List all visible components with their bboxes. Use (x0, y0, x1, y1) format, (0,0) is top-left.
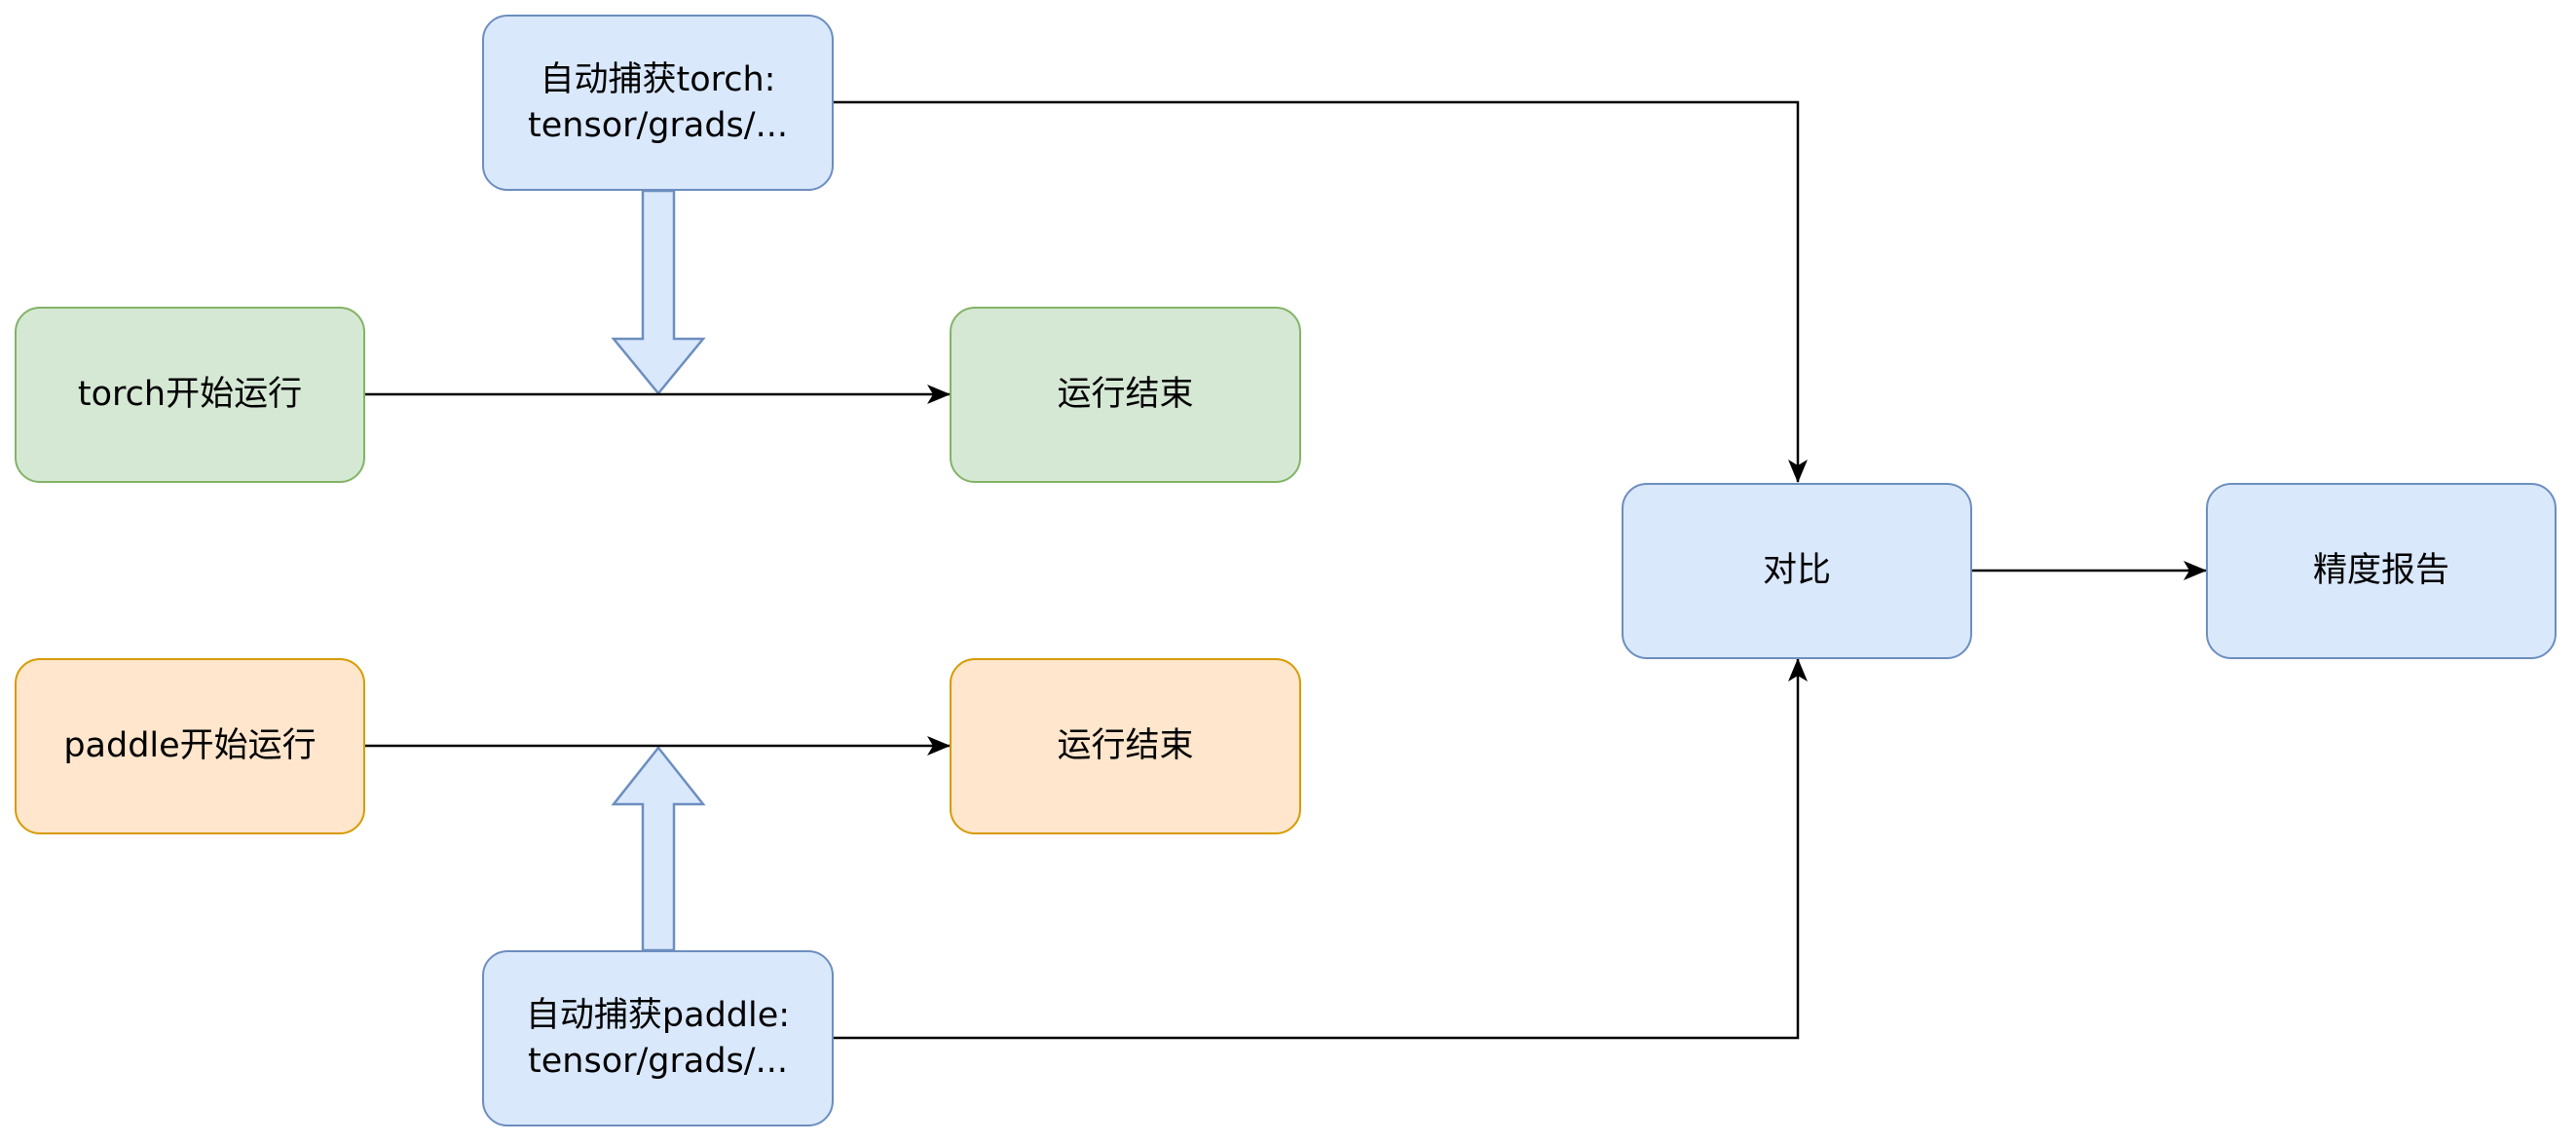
precision-report-node: 精度报告 (2206, 483, 2557, 659)
inject-down-block-arrow (611, 189, 706, 395)
torch-end-node: 运行结束 (950, 307, 1301, 483)
inject-up-block-arrow (611, 745, 706, 952)
capture-paddle-node: 自动捕获paddle: tensor/grads/... (482, 950, 834, 1126)
edge-capture-torch-to-compare (834, 100, 1808, 483)
compare-node: 对比 (1622, 483, 1972, 659)
torch-start-node: torch开始运行 (15, 307, 365, 483)
paddle-end-node: 运行结束 (950, 658, 1301, 834)
capture-torch-node: 自动捕获torch: tensor/grads/... (482, 15, 834, 191)
paddle-start-node: paddle开始运行 (15, 658, 365, 834)
edge-capture-paddle-to-compare (834, 658, 1808, 1040)
